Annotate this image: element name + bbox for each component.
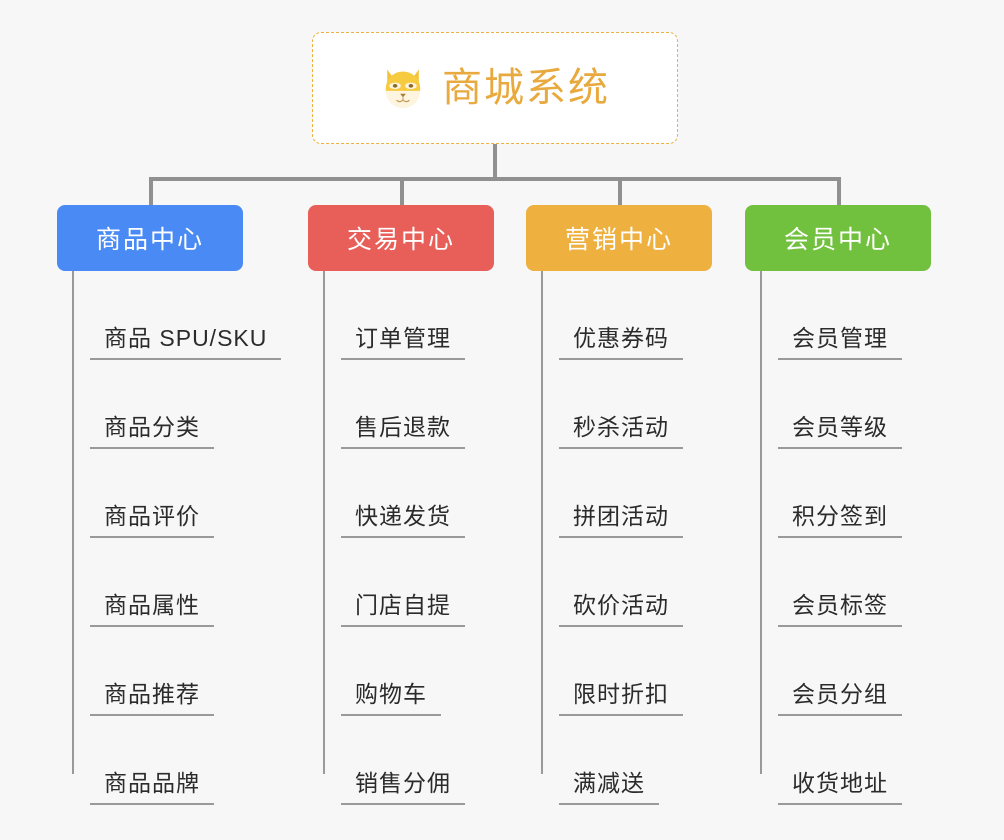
connector-drop-3 — [618, 177, 622, 205]
list-item[interactable]: 订单管理 — [324, 271, 494, 360]
leaf-label: 满减送 — [559, 764, 659, 805]
leaf-label: 订单管理 — [341, 319, 465, 360]
list-item[interactable]: 收货地址 — [761, 716, 931, 805]
leaf-label: 收货地址 — [778, 764, 902, 805]
leaf-label: 会员等级 — [778, 408, 902, 449]
leaf-group-member: 会员管理 会员等级 积分签到 会员标签 会员分组 收货地址 — [745, 271, 931, 805]
leaf-group-marketing: 优惠券码 秒杀活动 拼团活动 砍价活动 限时折扣 满减送 — [526, 271, 712, 805]
leaf-label: 优惠券码 — [559, 319, 683, 360]
leaf-label: 商品 SPU/SKU — [90, 319, 282, 360]
spine-line — [323, 271, 325, 774]
leaf-label: 商品分类 — [90, 408, 214, 449]
category-column-member: 会员中心 会员管理 会员等级 积分签到 会员标签 会员分组 收货地址 — [745, 205, 931, 805]
list-item[interactable]: 商品分类 — [73, 360, 281, 449]
list-item[interactable]: 商品 SPU/SKU — [73, 271, 282, 360]
category-header-product[interactable]: 商品中心 — [57, 205, 243, 271]
list-item[interactable]: 拼团活动 — [542, 449, 712, 538]
spine-line — [72, 271, 74, 774]
leaf-label: 会员分组 — [778, 675, 902, 716]
category-column-trade: 交易中心 订单管理 售后退款 快递发货 门店自提 购物车 销售分佣 — [308, 205, 494, 805]
leaf-group-trade: 订单管理 售后退款 快递发货 门店自提 购物车 销售分佣 — [308, 271, 494, 805]
list-item[interactable]: 秒杀活动 — [542, 360, 712, 449]
category-header-label: 营销中心 — [564, 226, 673, 254]
list-item[interactable]: 销售分佣 — [324, 716, 494, 805]
category-header-trade[interactable]: 交易中心 — [308, 205, 494, 271]
leaf-label: 限时折扣 — [559, 675, 683, 716]
leaf-label: 快递发货 — [341, 497, 465, 538]
spine-line — [541, 271, 543, 774]
category-column-marketing: 营销中心 优惠券码 秒杀活动 拼团活动 砍价活动 限时折扣 满减送 — [526, 205, 712, 805]
root-title: 商城系统 — [442, 66, 610, 110]
leaf-label: 秒杀活动 — [559, 408, 683, 449]
leaf-label: 商品品牌 — [90, 764, 214, 805]
list-item[interactable]: 商品品牌 — [73, 716, 281, 805]
leaf-label: 商品推荐 — [90, 675, 214, 716]
list-item[interactable]: 购物车 — [324, 627, 494, 716]
list-item[interactable]: 快递发货 — [324, 449, 494, 538]
list-item[interactable]: 会员标签 — [761, 538, 931, 627]
list-item[interactable]: 限时折扣 — [542, 627, 712, 716]
connector-root-stem — [493, 144, 497, 180]
connector-horizontal-bus — [149, 177, 841, 181]
list-item[interactable]: 商品推荐 — [73, 627, 281, 716]
leaf-label: 售后退款 — [341, 408, 465, 449]
category-header-label: 会员中心 — [783, 226, 892, 254]
list-item[interactable]: 会员管理 — [761, 271, 931, 360]
connector-drop-4 — [837, 177, 841, 205]
leaf-label: 砍价活动 — [559, 586, 683, 627]
leaf-label: 商品评价 — [90, 497, 214, 538]
list-item[interactable]: 优惠券码 — [542, 271, 712, 360]
leaf-label: 拼团活动 — [559, 497, 683, 538]
leaf-label: 会员标签 — [778, 586, 902, 627]
leaf-label: 销售分佣 — [341, 764, 465, 805]
leaf-label: 购物车 — [341, 675, 441, 716]
connector-drop-2 — [400, 177, 404, 205]
list-item[interactable]: 门店自提 — [324, 538, 494, 627]
list-item[interactable]: 商品属性 — [73, 538, 281, 627]
list-item[interactable]: 砍价活动 — [542, 538, 712, 627]
leaf-group-product: 商品 SPU/SKU 商品分类 商品评价 商品属性 商品推荐 商品品牌 — [57, 271, 282, 805]
leaf-label: 门店自提 — [341, 586, 465, 627]
leaf-label: 会员管理 — [778, 319, 902, 360]
list-item[interactable]: 会员等级 — [761, 360, 931, 449]
category-header-marketing[interactable]: 营销中心 — [526, 205, 712, 271]
connector-drop-1 — [149, 177, 153, 205]
category-header-label: 交易中心 — [346, 226, 455, 254]
root-node[interactable]: 商城系统 — [312, 32, 678, 144]
list-item[interactable]: 商品评价 — [73, 449, 281, 538]
category-column-product: 商品中心 商品 SPU/SKU 商品分类 商品评价 商品属性 商品推荐 商品品牌 — [57, 205, 282, 805]
category-header-label: 商品中心 — [95, 226, 204, 254]
category-header-member[interactable]: 会员中心 — [745, 205, 931, 271]
leaf-label: 商品属性 — [90, 586, 214, 627]
list-item[interactable]: 积分签到 — [761, 449, 931, 538]
leaf-label: 积分签到 — [778, 497, 902, 538]
list-item[interactable]: 会员分组 — [761, 627, 931, 716]
spine-line — [760, 271, 762, 774]
shiba-dog-face-icon — [385, 69, 421, 109]
list-item[interactable]: 售后退款 — [324, 360, 494, 449]
list-item[interactable]: 满减送 — [542, 716, 712, 805]
